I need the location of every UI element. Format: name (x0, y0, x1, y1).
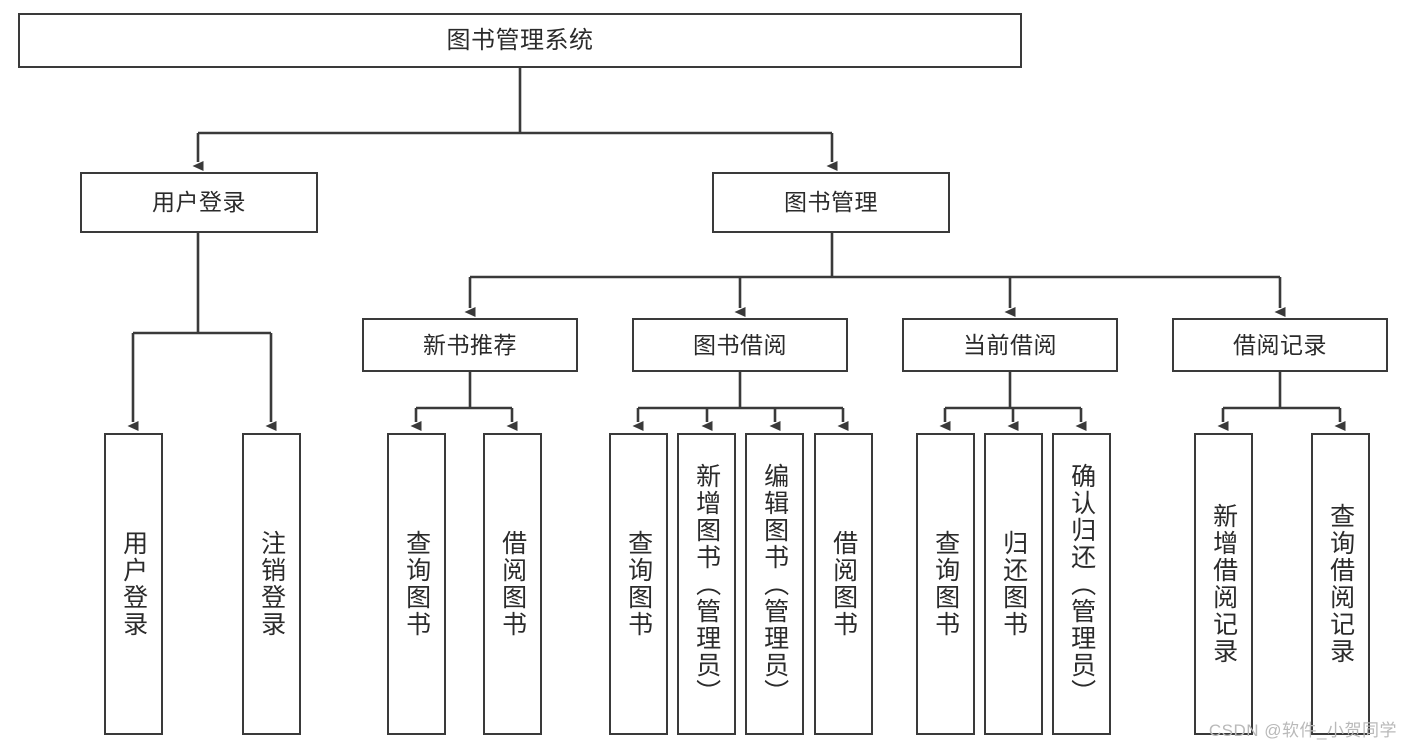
node-label: 注销登录 (257, 530, 286, 638)
leaf-record-query-record[interactable]: 查询借阅记录 (1311, 433, 1370, 735)
leaf-borrow-borrow-book[interactable]: 借阅图书 (814, 433, 873, 735)
node-label: 查询图书 (624, 530, 653, 638)
node-book-management[interactable]: 图书管理 (712, 172, 950, 233)
leaf-recommend-borrow-book[interactable]: 借阅图书 (483, 433, 542, 735)
node-label: 借阅图书 (829, 530, 858, 638)
leaf-borrow-add-book-admin[interactable]: 新增图书（管理员） (677, 433, 736, 735)
node-book-borrow[interactable]: 图书借阅 (632, 318, 848, 372)
leaf-current-confirm-return-admin[interactable]: 确认归还（管理员） (1052, 433, 1111, 735)
leaf-recommend-query-book[interactable]: 查询图书 (387, 433, 446, 735)
node-label: 当前借阅 (963, 331, 1057, 358)
node-label: 用户登录 (119, 530, 148, 638)
node-label: 新增图书（管理员） (692, 462, 721, 706)
node-label: 用户登录 (152, 189, 246, 216)
leaf-user-login[interactable]: 用户登录 (104, 433, 163, 735)
leaf-current-return-book[interactable]: 归还图书 (984, 433, 1043, 735)
node-user-login[interactable]: 用户登录 (80, 172, 318, 233)
watermark: CSDN @软件_小贺同学 (1208, 721, 1397, 740)
leaf-borrow-query-book[interactable]: 查询图书 (609, 433, 668, 735)
node-label: 图书管理系统 (446, 26, 594, 54)
node-label: 查询图书 (931, 530, 960, 638)
leaf-user-logout[interactable]: 注销登录 (242, 433, 301, 735)
leaf-record-add-record[interactable]: 新增借阅记录 (1194, 433, 1253, 735)
node-label: 确认归还（管理员） (1067, 462, 1096, 706)
node-root-system[interactable]: 图书管理系统 (18, 13, 1022, 68)
node-label: 新书推荐 (423, 331, 517, 358)
node-label: 借阅记录 (1233, 331, 1327, 358)
node-label: 归还图书 (999, 530, 1028, 638)
node-label: 新增借阅记录 (1209, 503, 1238, 665)
node-current-borrow[interactable]: 当前借阅 (902, 318, 1118, 372)
node-label: 图书管理 (784, 189, 878, 216)
node-new-book-recommend[interactable]: 新书推荐 (362, 318, 578, 372)
leaf-borrow-edit-book-admin[interactable]: 编辑图书（管理员） (745, 433, 804, 735)
node-label: 借阅图书 (498, 530, 527, 638)
node-label: 编辑图书（管理员） (760, 462, 789, 706)
node-borrow-record[interactable]: 借阅记录 (1172, 318, 1388, 372)
leaf-current-query-book[interactable]: 查询图书 (916, 433, 975, 735)
node-label: 查询借阅记录 (1326, 503, 1355, 665)
node-label: 查询图书 (402, 530, 431, 638)
node-label: 图书借阅 (693, 331, 787, 358)
